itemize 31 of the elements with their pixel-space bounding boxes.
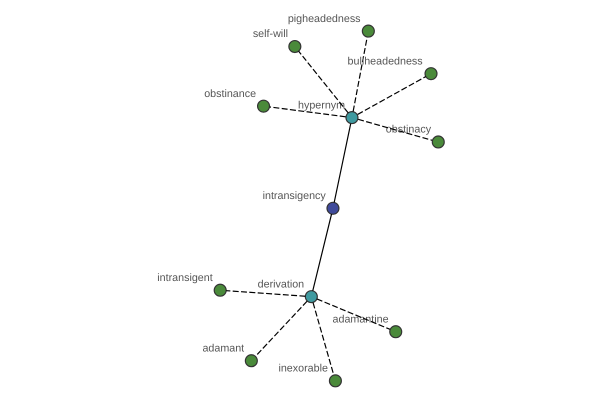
node-circle: [288, 40, 302, 54]
connector: [312, 302, 334, 375]
node-label: bullheadedness: [348, 55, 423, 68]
connector: [255, 300, 308, 357]
node-label: intransigency: [262, 190, 326, 202]
node-circle: [214, 284, 227, 297]
connector: [270, 106, 346, 118]
node-circle: [328, 374, 342, 388]
node-label: hypernym: [298, 99, 346, 112]
node-circle: [256, 100, 270, 113]
node-label: inexorable: [278, 362, 328, 375]
connector: [357, 76, 426, 115]
node-label: pigheadedness: [288, 12, 361, 25]
node-circle: [304, 290, 318, 304]
connector: [312, 214, 332, 291]
connector: [226, 290, 306, 297]
connector: [352, 37, 368, 112]
node-circle: [244, 354, 258, 368]
node-label: adamant: [202, 342, 244, 354]
node-circle: [326, 202, 340, 215]
connector: [298, 50, 349, 114]
node-circle: [432, 135, 445, 149]
node-label: derivation: [258, 278, 304, 290]
node-circle: [362, 24, 375, 38]
node-circle: [345, 111, 359, 124]
node-label: self-will: [252, 28, 288, 40]
node-label: obstinance: [204, 88, 256, 100]
node-circle: [389, 325, 402, 338]
node-label: intransigent: [157, 272, 213, 284]
connector: [334, 124, 352, 202]
node-circle: [424, 67, 438, 80]
